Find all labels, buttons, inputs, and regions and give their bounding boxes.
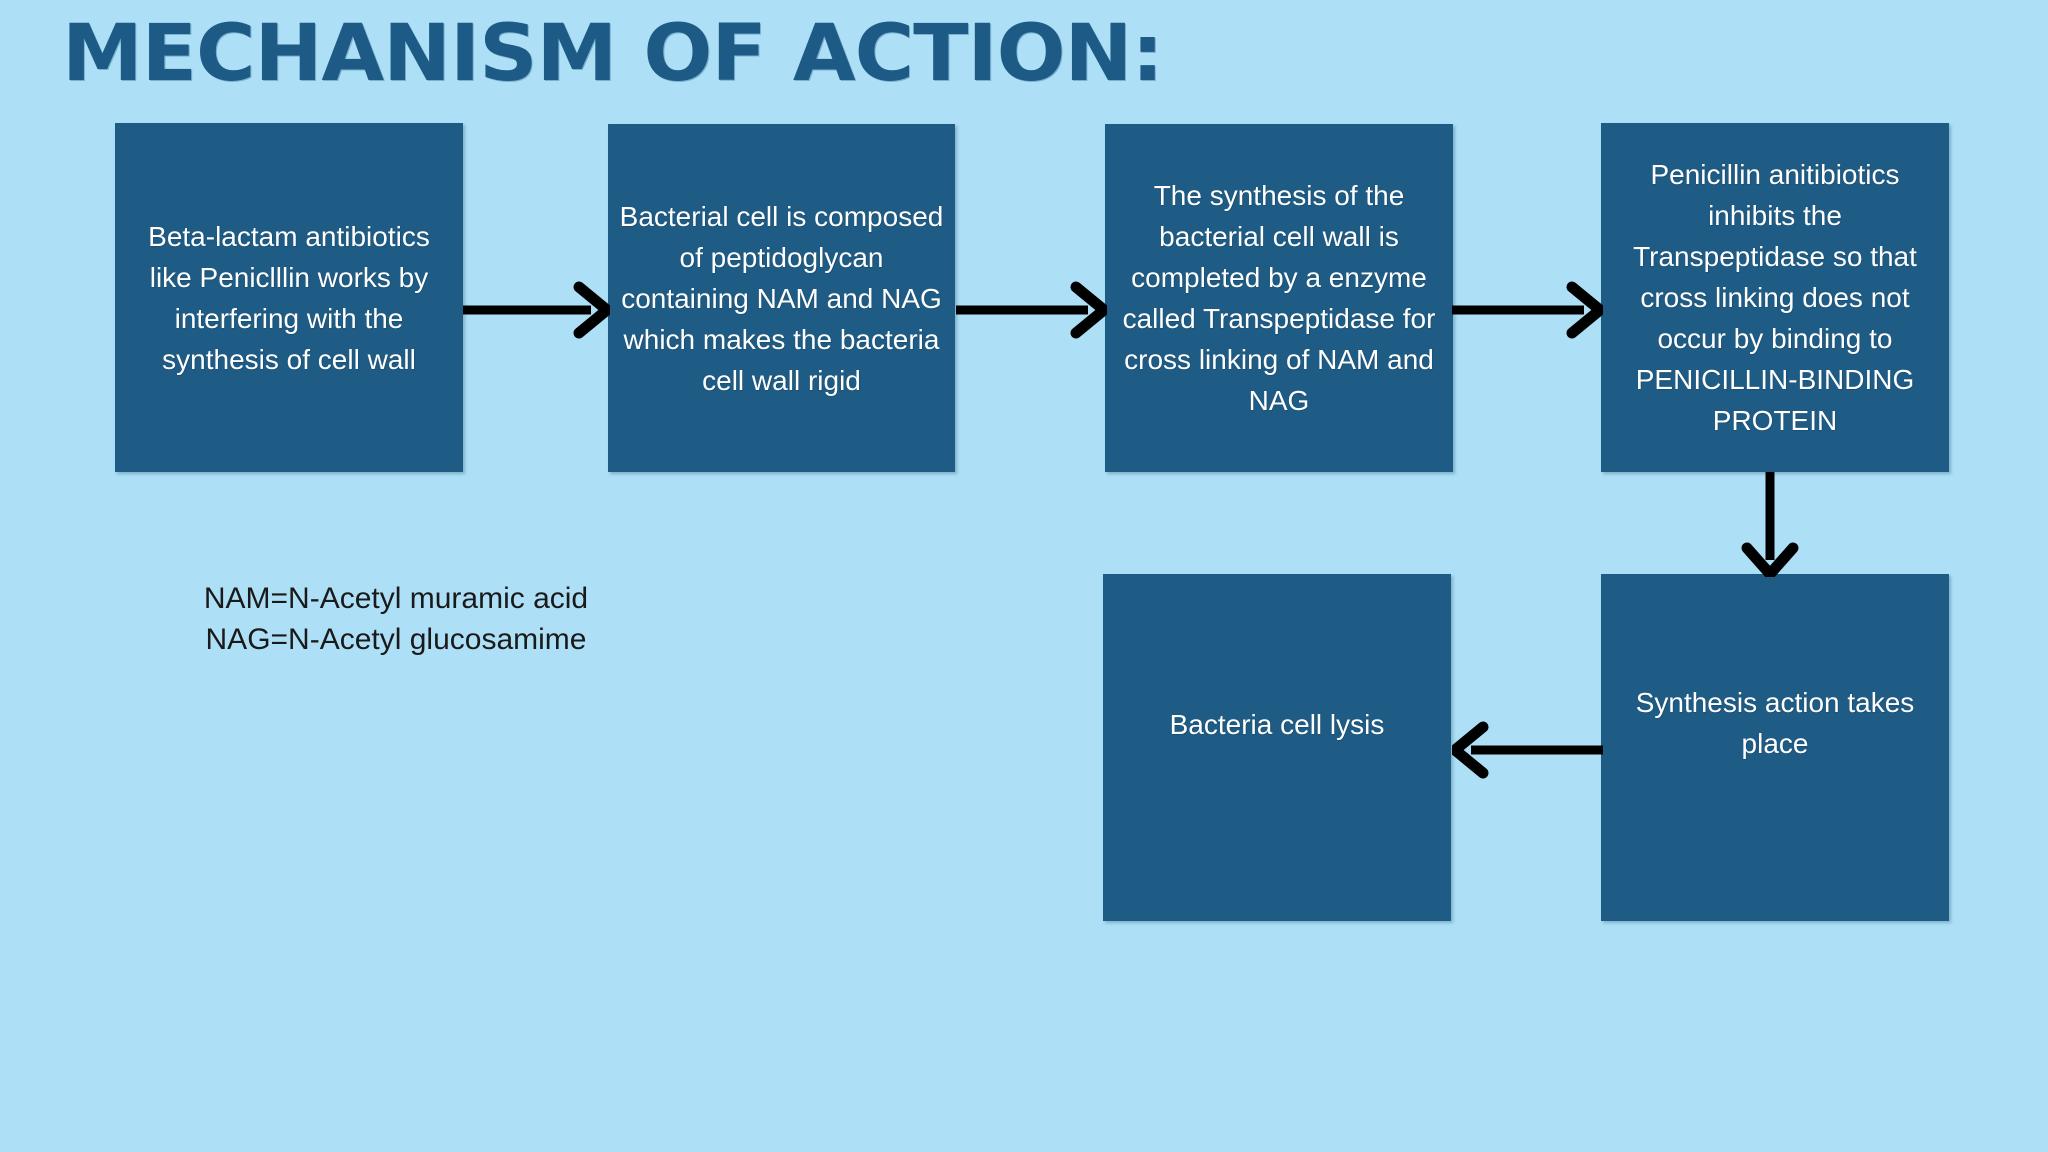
process-box-text: Bacterial cell is composed of peptidogly… — [619, 200, 944, 396]
abbreviation-legend: NAM=N-Acetyl muramic acid NAG=N-Acetyl g… — [176, 578, 616, 660]
legend-line-nag: NAG=N-Acetyl glucosamime — [205, 623, 587, 656]
process-box-cell-wall-synthesis[interactable]: The synthesis of the bacterial cell wall… — [1105, 124, 1453, 472]
process-box-bacteria-cell-lysis[interactable]: Bacteria cell lysis — [1103, 574, 1451, 921]
process-box-text: Synthesis action takes place — [1635, 687, 1915, 759]
arrow-right-icon — [1452, 281, 1603, 339]
arrow-right-icon — [956, 281, 1107, 339]
process-box-bacterial-cell[interactable]: Bacterial cell is composed of peptidogly… — [608, 124, 955, 472]
process-box-text: The synthesis of the bacterial cell wall… — [1122, 180, 1436, 416]
process-box-penicillin-inhibits[interactable]: Penicillin anitibiotics inhibits the Tra… — [1601, 123, 1949, 472]
arrow-right-icon — [463, 281, 610, 339]
arrow-left-icon — [1452, 721, 1603, 779]
page-title: MECHANISM OF ACTION: — [62, 9, 1164, 99]
arrow-down-icon — [1741, 472, 1799, 577]
process-box-beta-lactam[interactable]: Beta-lactam antibiotics like Peniclllin … — [115, 123, 463, 472]
process-box-text: Beta-lactam antibiotics like Peniclllin … — [148, 220, 430, 375]
process-box-text: Bacteria cell lysis — [1169, 709, 1385, 740]
process-box-synthesis-action[interactable]: Synthesis action takes place — [1601, 574, 1949, 921]
process-box-text: Penicillin anitibiotics inhibits the Tra… — [1633, 159, 1917, 436]
legend-line-nam: NAM=N-Acetyl muramic acid — [203, 582, 589, 615]
